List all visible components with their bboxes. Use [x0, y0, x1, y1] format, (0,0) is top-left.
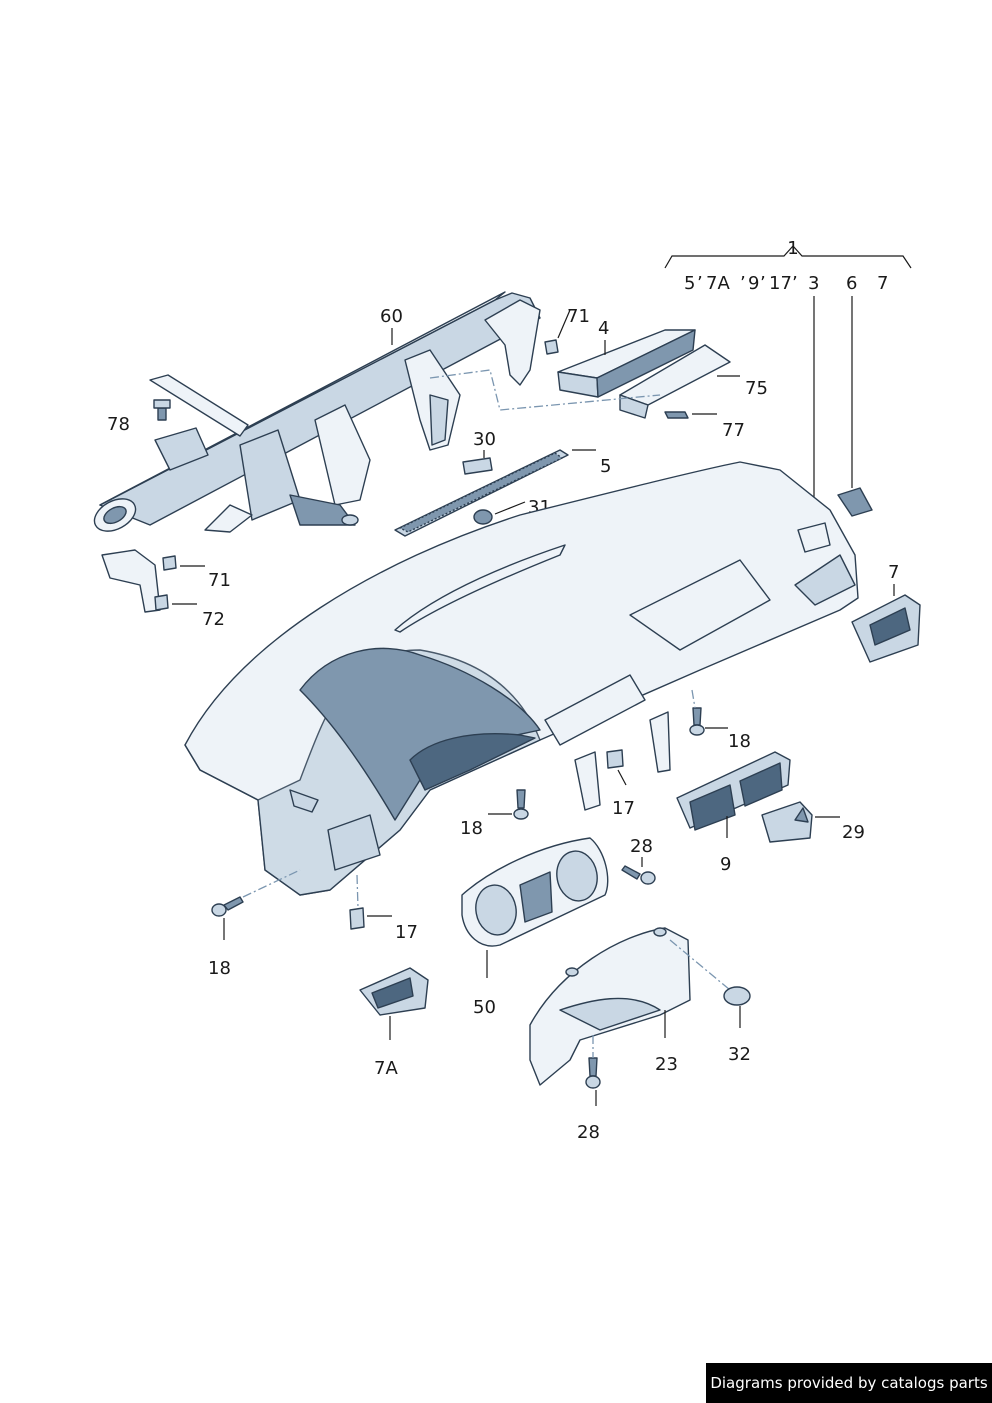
nut-31 — [473, 509, 493, 525]
callout-6: 6 — [846, 273, 857, 294]
callout-77: 77 — [722, 420, 745, 441]
clip-nut-72 — [154, 594, 169, 611]
cross-member-beam — [93, 291, 541, 613]
callout-9: 9 — [720, 854, 731, 875]
credit-footer: Diagrams provided by catalogs parts — [706, 1363, 992, 1403]
callout-72: 72 — [202, 609, 225, 630]
callout-7a: 7A — [374, 1058, 398, 1079]
side-trim-6 — [837, 487, 873, 517]
callout-9-group: 9 — [748, 273, 759, 294]
screw-28-upper — [621, 865, 656, 885]
callout-50: 50 — [473, 997, 496, 1018]
speaker-grille — [723, 986, 751, 1006]
callout-78: 78 — [107, 414, 130, 435]
dashboard-panel — [184, 461, 859, 896]
callout-28-lower: 28 — [577, 1122, 600, 1143]
callout-5: 5 — [600, 456, 611, 477]
screw-77 — [664, 411, 689, 419]
callout-71-lower: 71 — [208, 570, 231, 591]
screw-28-lower — [585, 1057, 601, 1089]
clip-nut-71-lower — [162, 555, 177, 571]
callout-17-lower: 17 — [395, 922, 418, 943]
separator-mark: ’ — [792, 273, 798, 294]
callout-60: 60 — [380, 306, 403, 327]
bolt-78 — [153, 399, 171, 421]
callout-1: 1 — [787, 238, 798, 259]
separator-mark: ’ — [760, 273, 766, 294]
callout-29: 29 — [842, 822, 865, 843]
callout-32: 32 — [728, 1044, 751, 1065]
instrument-cluster — [461, 837, 609, 947]
air-vent-right — [851, 594, 921, 663]
callout-7-group: 7 — [877, 273, 888, 294]
air-vent-left — [359, 967, 429, 1016]
separator-mark: ’ — [697, 273, 703, 294]
hazard-switch — [761, 801, 813, 843]
callout-18-center: 18 — [460, 818, 483, 839]
callout-7: 7 — [888, 562, 899, 583]
callout-28-upper: 28 — [630, 836, 653, 857]
callout-17-center: 17 — [612, 798, 635, 819]
callout-7a-group: 7A — [706, 273, 730, 294]
callout-18-right: 18 — [728, 731, 751, 752]
callout-23: 23 — [655, 1054, 678, 1075]
cluster-trim-cover — [529, 927, 691, 1086]
clip-nut-71 — [544, 339, 559, 355]
callout-18-left: 18 — [208, 958, 231, 979]
screw-18-center — [513, 789, 529, 820]
clip-17-lower — [349, 907, 365, 930]
callout-3: 3 — [808, 273, 819, 294]
screw-18-right — [689, 707, 705, 736]
callout-30: 30 — [473, 429, 496, 450]
callout-71-top: 71 — [567, 306, 590, 327]
callout-4: 4 — [598, 318, 609, 339]
clip-17-center — [606, 749, 624, 769]
group-bracket — [664, 245, 912, 269]
callout-75: 75 — [745, 378, 768, 399]
separator-mark: ’ — [740, 273, 746, 294]
screw-18-left — [211, 896, 244, 917]
callout-5-group: 5 — [684, 273, 695, 294]
air-vent-center — [676, 751, 791, 831]
defroster-vent — [394, 449, 569, 537]
control-unit — [557, 329, 696, 398]
pad-30 — [462, 457, 493, 475]
callout-17-group: 17 — [769, 273, 792, 294]
